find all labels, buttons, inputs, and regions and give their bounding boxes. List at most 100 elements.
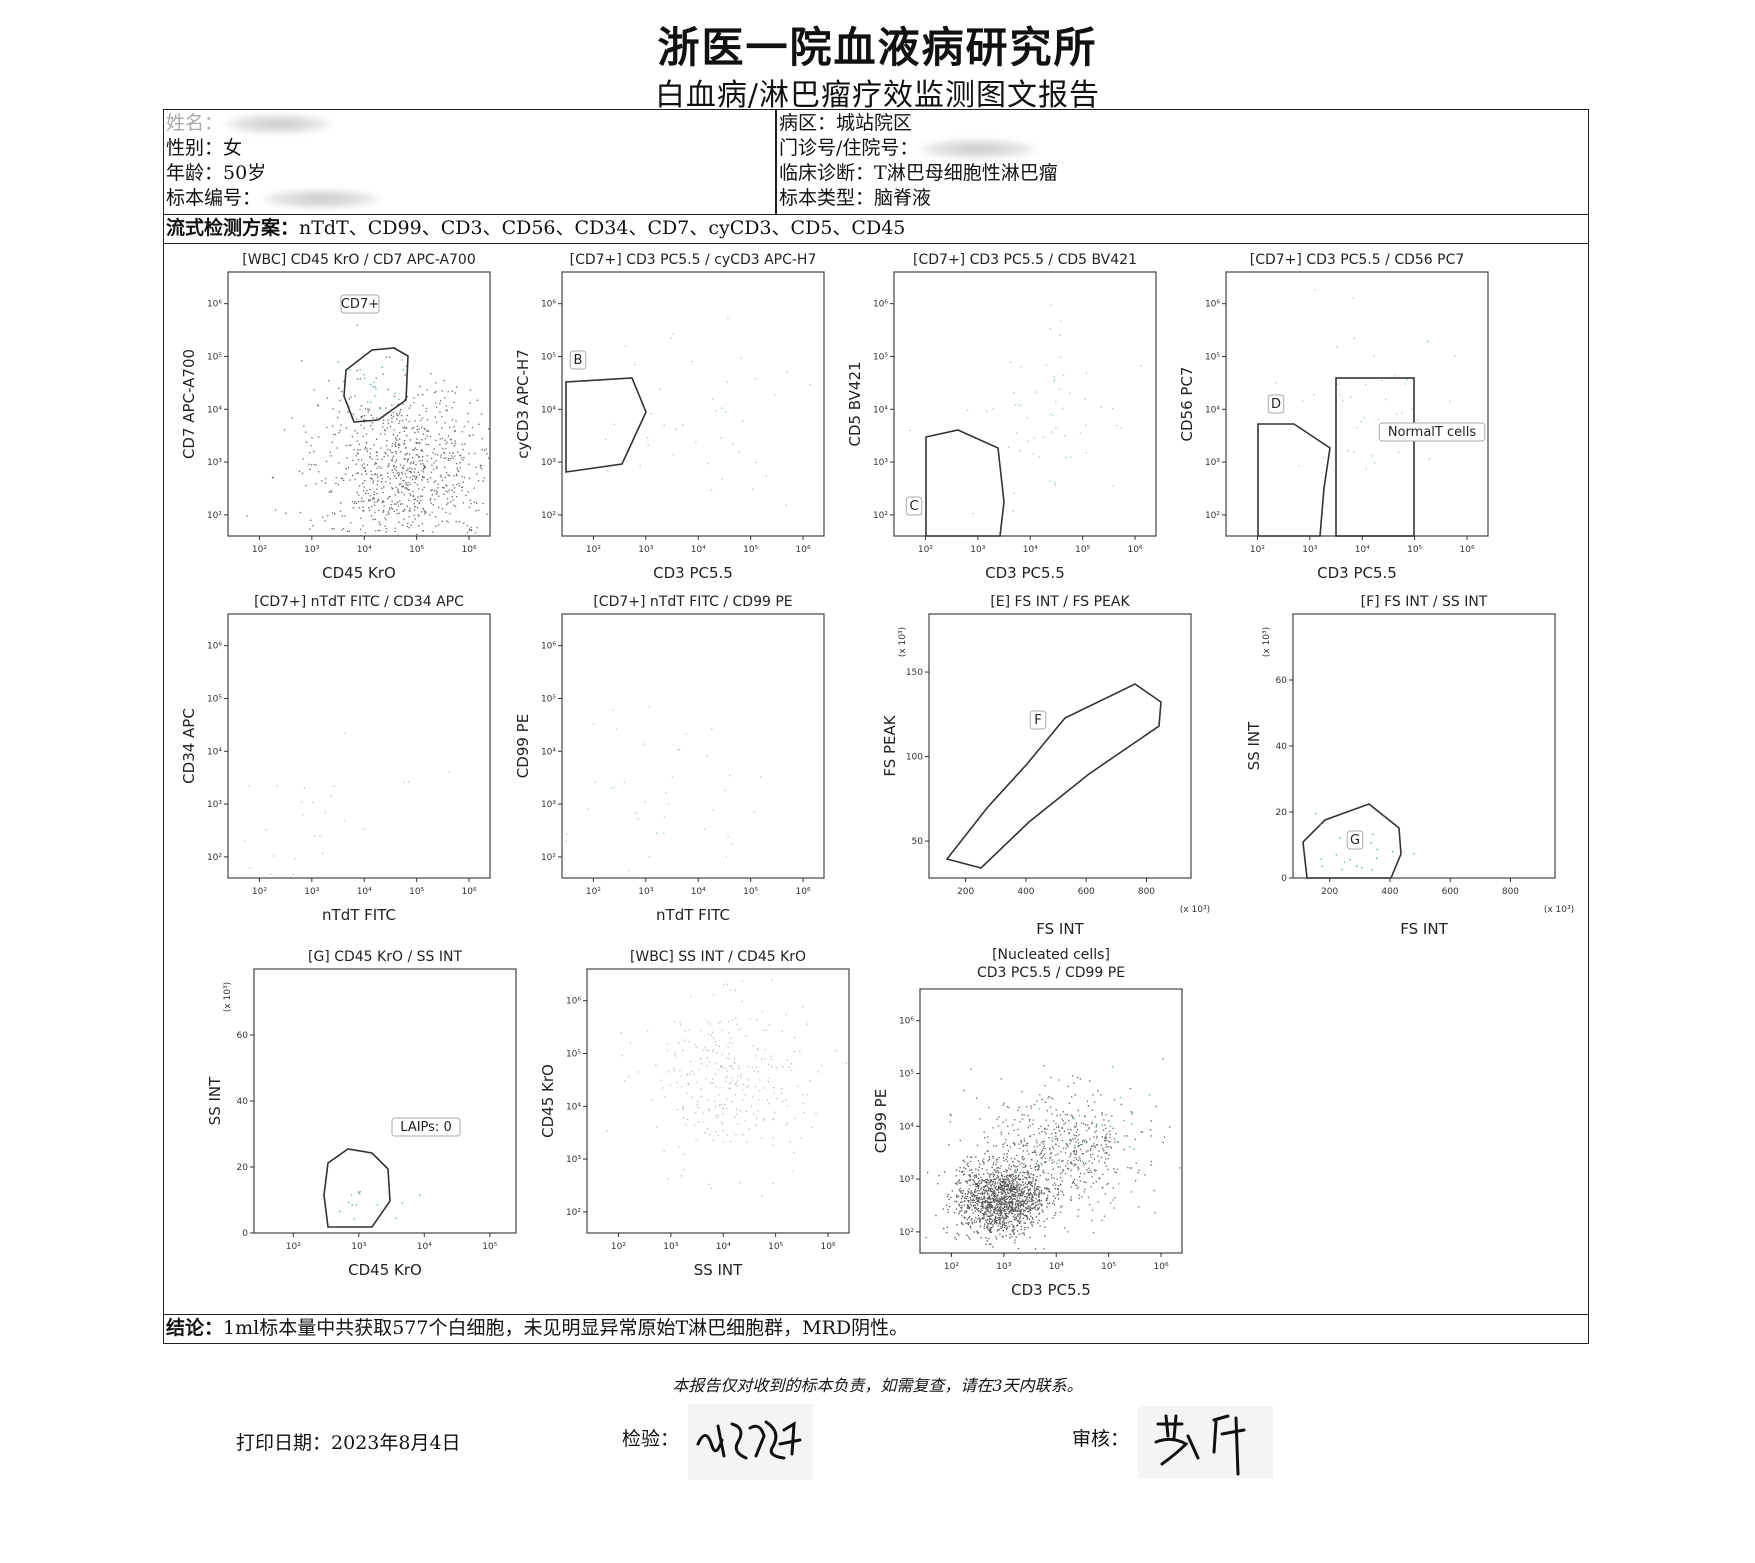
event-dot: [395, 450, 397, 453]
event-dot: [408, 407, 411, 409]
y-tick-label: 10⁵: [207, 352, 222, 362]
event-dot: [398, 413, 401, 415]
gender-label: 性别：: [166, 137, 224, 159]
event-dot: [1013, 392, 1015, 394]
event-dot: [967, 1205, 969, 1207]
event-dot: [980, 1205, 982, 1207]
event-dot: [274, 509, 277, 511]
event-dot: [953, 1212, 956, 1214]
x-tick-label: 10⁶: [796, 887, 811, 897]
event-dot: [384, 525, 386, 527]
event-dot: [973, 1194, 976, 1196]
event-dot: [449, 438, 452, 440]
event-dot: [283, 429, 286, 431]
event-dot: [1027, 1207, 1030, 1209]
event-dot: [415, 441, 417, 444]
event-dot: [1036, 1186, 1038, 1188]
event-dot: [379, 529, 381, 532]
event-dot: [697, 1106, 699, 1108]
patient-name-row: 姓名：: [166, 111, 334, 136]
event-dot: [943, 1227, 945, 1230]
event-dot: [327, 515, 329, 517]
event-dot: [962, 1223, 964, 1226]
event-dot: [1090, 1186, 1092, 1188]
event-dot: [1002, 1104, 1004, 1106]
event-dot: [481, 438, 483, 440]
event-dot: [1042, 1211, 1044, 1213]
event-dot: [418, 428, 420, 430]
event-dot: [986, 410, 988, 412]
event-dot: [981, 1218, 983, 1220]
event-dot: [978, 1201, 980, 1203]
event-dot: [1021, 1157, 1023, 1159]
event-dot: [1030, 1107, 1033, 1109]
event-dot: [1091, 1109, 1093, 1111]
event-dot: [455, 386, 458, 388]
event-dot: [1026, 417, 1028, 419]
event-dot: [376, 488, 378, 490]
event-dot: [1051, 1176, 1053, 1179]
event-dot: [456, 496, 458, 498]
event-dot: [968, 1179, 970, 1181]
event-dot: [997, 1186, 1000, 1188]
event-dot: [402, 419, 404, 422]
event-dot: [1056, 1138, 1058, 1140]
event-dot: [439, 443, 441, 446]
event-dot: [1056, 1194, 1058, 1196]
event-dot: [394, 475, 396, 477]
event-dot: [1004, 1191, 1007, 1193]
event-dot: [997, 1205, 999, 1208]
event-dot: [326, 397, 329, 399]
event-dot: [1095, 1144, 1098, 1146]
event-dot: [1070, 456, 1072, 458]
event-dot: [760, 1137, 762, 1140]
event-dot: [344, 515, 346, 517]
event-dot: [1009, 361, 1012, 363]
event-dot: [1047, 1172, 1049, 1175]
event-dot: [946, 1195, 949, 1198]
event-dot: [998, 1179, 1000, 1181]
event-dot: [361, 497, 363, 499]
event-dot: [1073, 1134, 1075, 1136]
event-dot: [1150, 1160, 1153, 1163]
event-dot: [705, 1049, 708, 1051]
event-dot: [1044, 1128, 1046, 1130]
event-dot: [360, 416, 362, 418]
event-dot: [706, 1057, 708, 1059]
event-dot: [995, 1193, 997, 1195]
event-dot: [392, 508, 394, 510]
event-dot: [1089, 1204, 1091, 1206]
event-dot: [1002, 1216, 1004, 1218]
event-dot: [1105, 1127, 1107, 1129]
event-dot: [971, 1218, 973, 1220]
event-dot: [1015, 1195, 1017, 1197]
conclusion-line: 结论：1ml标本量中共获取577个白细胞，未见明显异常原始T淋巴细胞群，MRD阴…: [166, 1316, 908, 1341]
event-dot: [1014, 1192, 1016, 1194]
event-dot: [985, 1206, 987, 1208]
event-dot: [1026, 1142, 1029, 1145]
event-dot: [1026, 1150, 1028, 1152]
event-dot: [1101, 1112, 1103, 1114]
event-dot: [429, 514, 431, 516]
event-dot: [356, 432, 359, 434]
event-dot: [1035, 1178, 1037, 1181]
event-dot: [475, 466, 477, 468]
event-dot: [379, 523, 381, 525]
event-dot: [738, 451, 740, 453]
event-dot: [1027, 1205, 1029, 1207]
event-dot: [1085, 452, 1087, 454]
event-dot: [728, 1032, 730, 1034]
event-dot: [1059, 320, 1062, 323]
x-tick-label: 10⁶: [462, 545, 477, 555]
event-dot: [1126, 1135, 1128, 1137]
event-dot: [721, 407, 723, 409]
event-dot: [1001, 1203, 1003, 1205]
event-dot: [351, 500, 354, 503]
event-dot: [363, 828, 365, 830]
event-dot: [1084, 1124, 1087, 1126]
event-dot: [445, 457, 447, 459]
event-dot: [429, 477, 432, 479]
event-dot: [403, 442, 406, 444]
event-dot: [1000, 1172, 1002, 1174]
event-dot: [364, 480, 366, 482]
